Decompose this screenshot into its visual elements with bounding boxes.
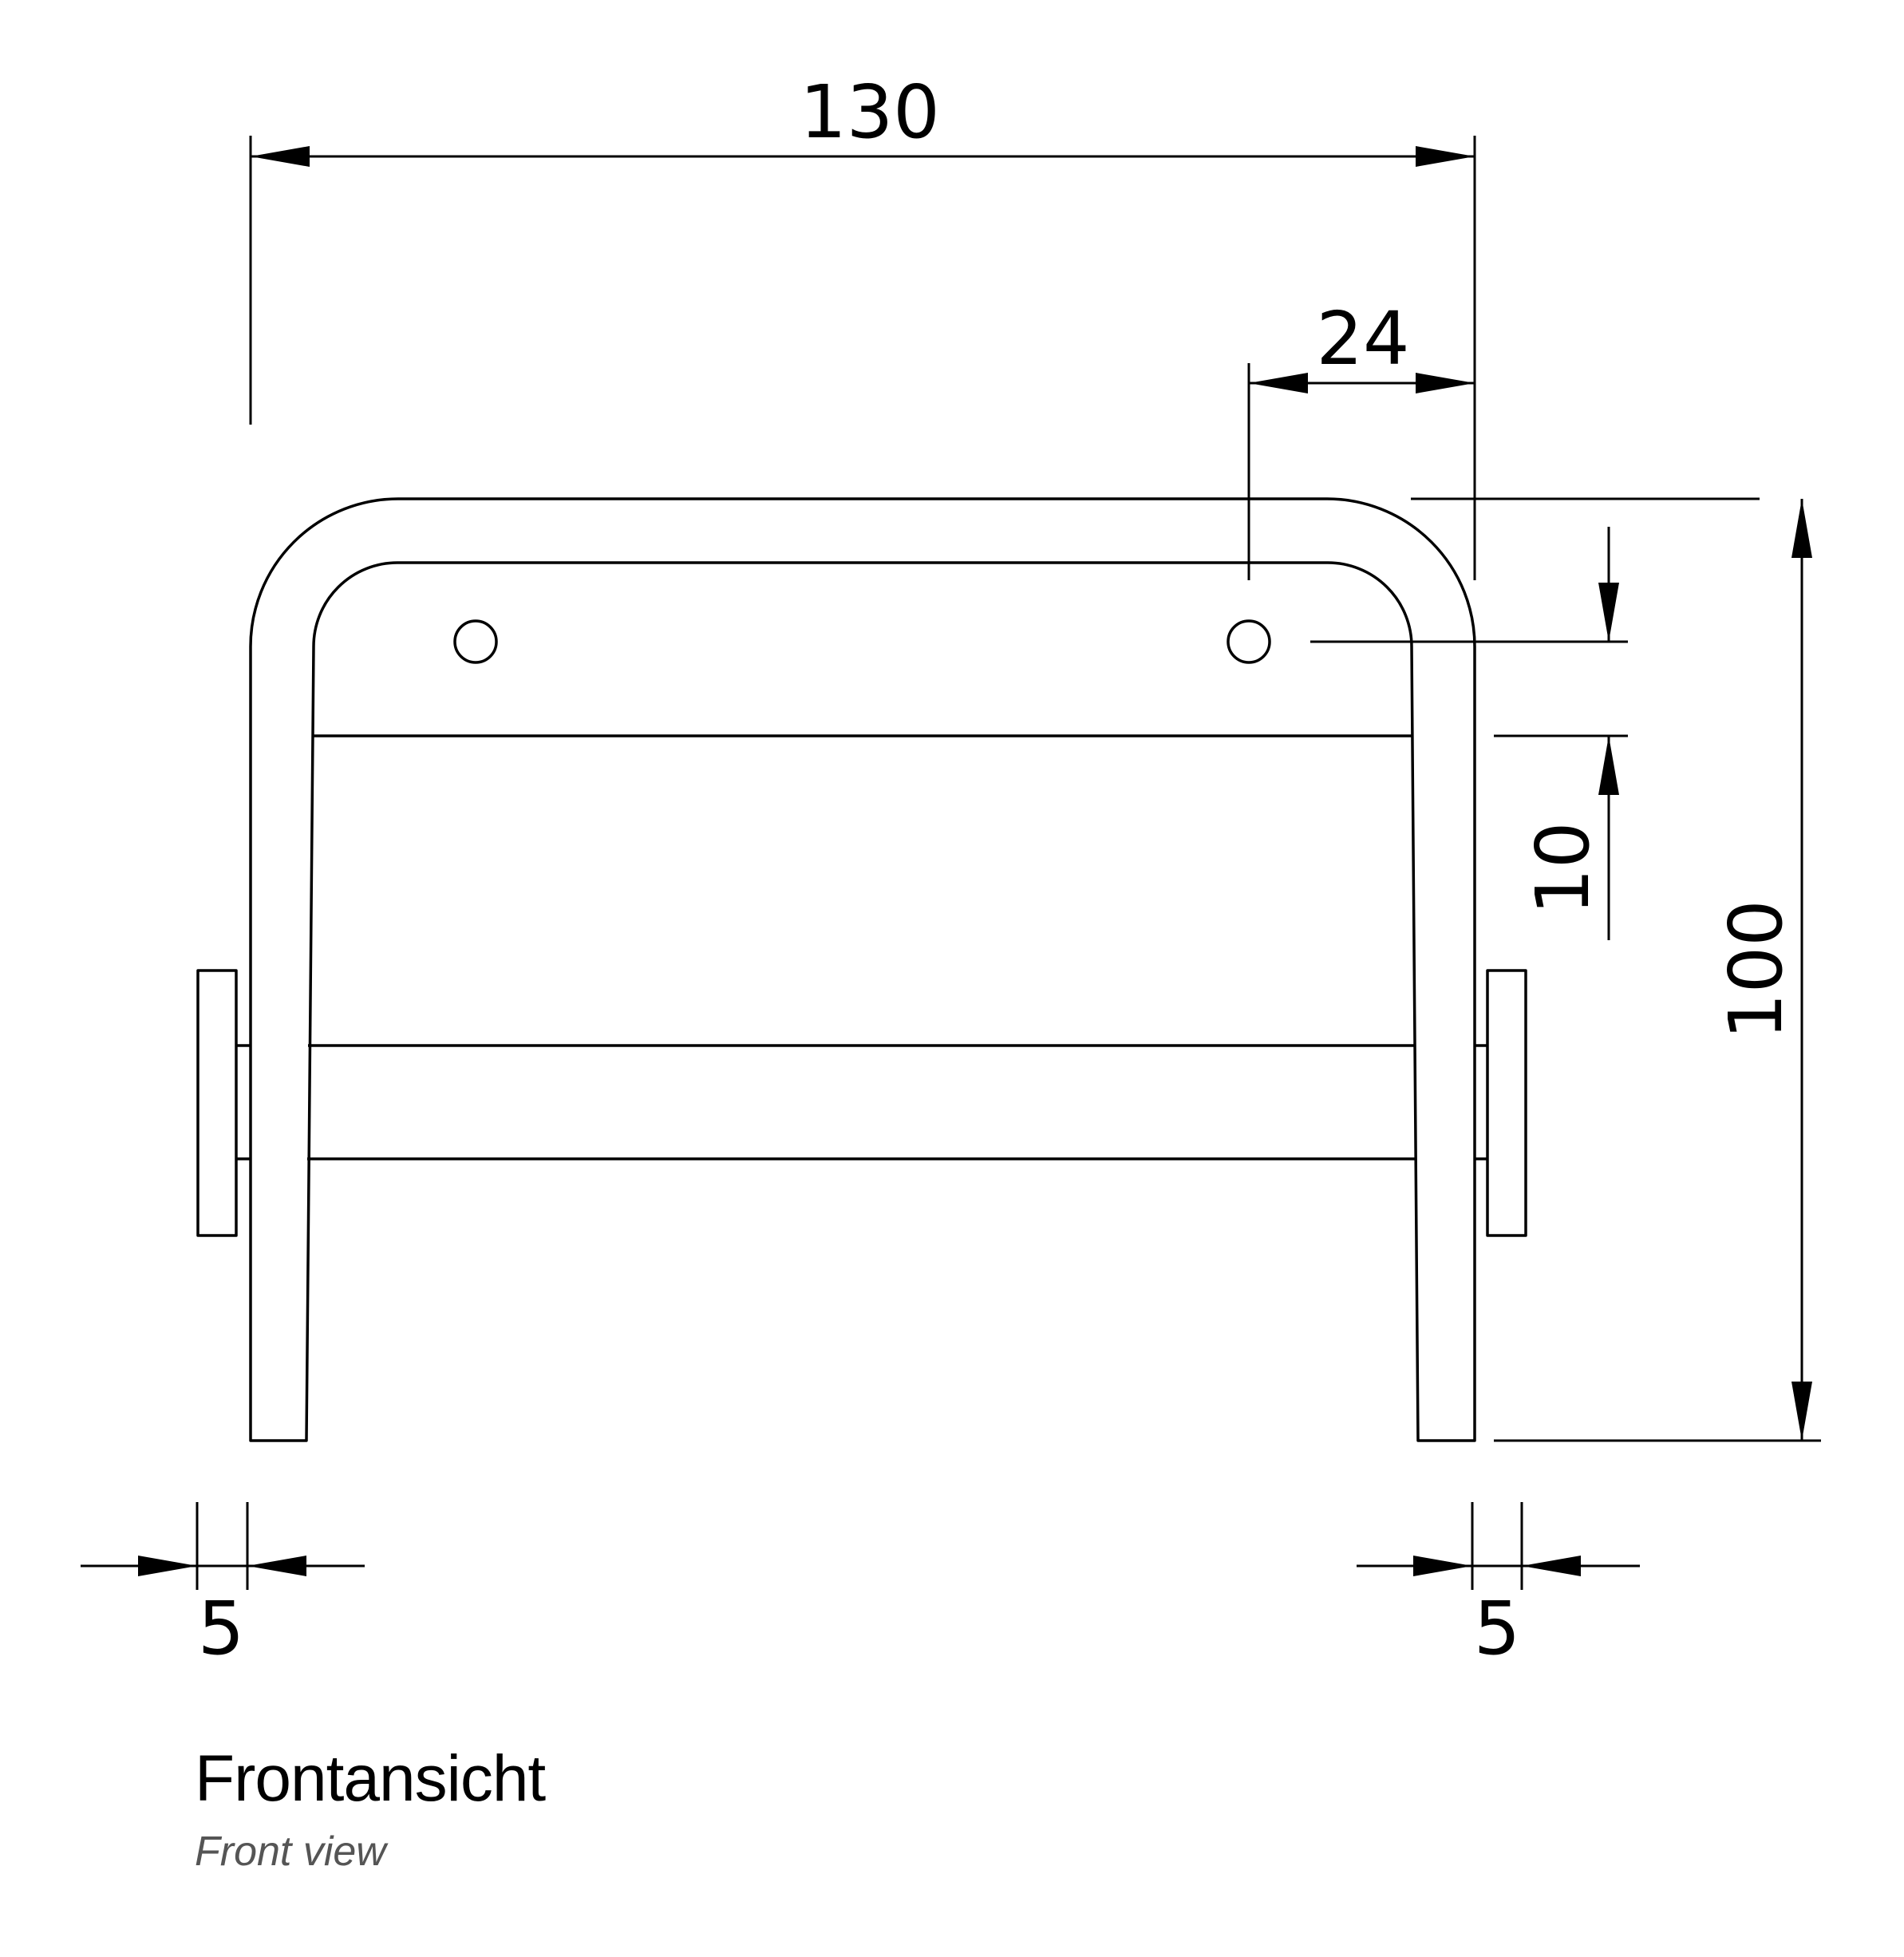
arrow-100-bottom <box>1791 1382 1812 1441</box>
dim-right-wall-label: 5 <box>1474 1586 1521 1671</box>
arrow-left-5-outer <box>138 1556 197 1576</box>
dim-overall-height-label: 100 <box>1713 899 1799 1040</box>
view-subtitle: Front view <box>195 1829 386 1875</box>
right-end-cap <box>1486 969 1527 1237</box>
dim-hole-to-rail-label: 10 <box>1520 821 1606 915</box>
arrow-left-5-inner <box>247 1556 306 1576</box>
view-title: Frontansicht <box>195 1742 546 1815</box>
arrow-130-right <box>1416 146 1475 167</box>
right-mounting-hole <box>1227 619 1271 664</box>
arrow-24-right <box>1416 373 1475 393</box>
dim-overall-width-label: 130 <box>800 69 940 155</box>
arrow-right-5-inner <box>1522 1556 1581 1576</box>
left-mounting-hole <box>453 619 498 664</box>
dim-left-wall-label: 5 <box>198 1586 245 1671</box>
arrow-10-down <box>1598 583 1619 642</box>
arrow-right-5-outer <box>1413 1556 1472 1576</box>
arrow-10-up <box>1598 736 1619 795</box>
arrow-24-left <box>1249 373 1308 393</box>
arrow-130-left <box>251 146 310 167</box>
holder-frame-outline <box>249 497 1476 1442</box>
dim-hole-offset-label: 24 <box>1316 296 1409 382</box>
arrow-100-top <box>1791 499 1812 558</box>
left-end-cap <box>196 969 238 1237</box>
